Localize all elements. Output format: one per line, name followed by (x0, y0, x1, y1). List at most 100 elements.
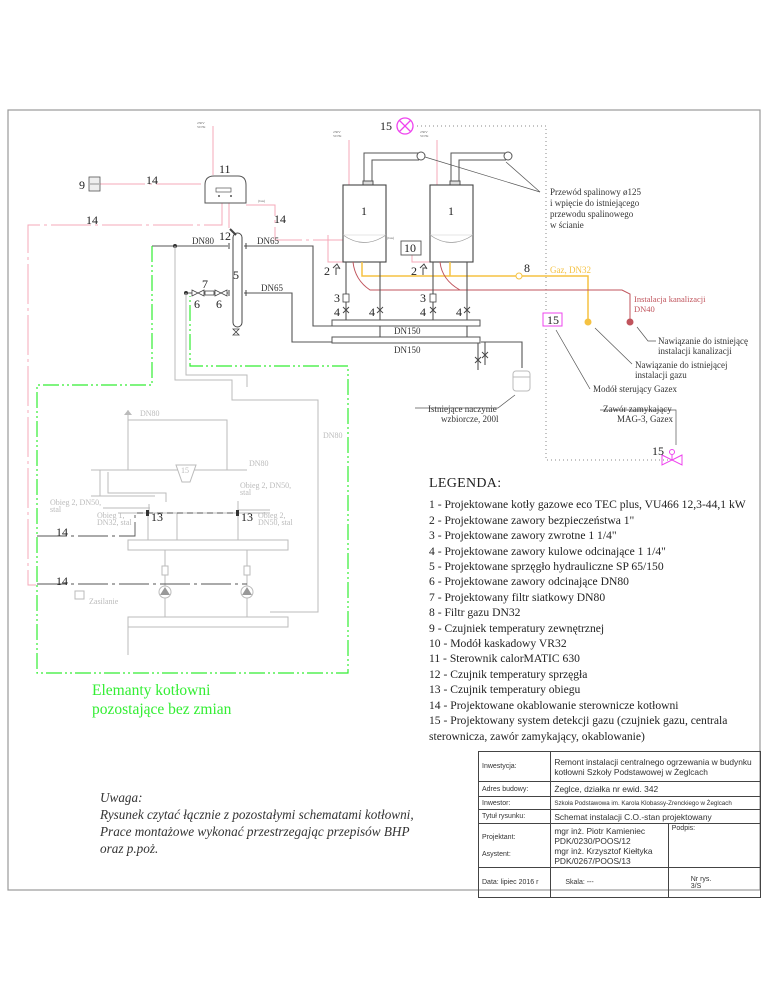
legend-item: 7 - Projektowany filtr siatkowy DN80 (429, 590, 606, 604)
gazex-module-label: Modół sterujący Gazex (593, 384, 677, 394)
circuit-sensors: 14 14 13 13 (37, 510, 253, 588)
signature-label: Podpis: (667, 823, 762, 868)
address-label: Adres budowy: (477, 781, 552, 797)
sewer-connection-point (626, 318, 634, 326)
circuit-label: Obieg 2, DN50, (50, 498, 101, 507)
separator-icon (232, 232, 243, 328)
sewer-pipe-label: DN40 (634, 304, 655, 314)
tag-15: 15 (181, 466, 189, 475)
tag-4: 4 (420, 305, 426, 319)
dn150-label: DN150 (394, 345, 421, 355)
tag-3: 3 (334, 291, 340, 305)
shutoff-valve-icon (191, 289, 205, 297)
tag-9: 9 (79, 178, 85, 192)
tag-8: 8 (524, 261, 530, 275)
valve-group: 6 6 7 (191, 277, 228, 311)
flue-label: i wpięcie do istniejącego (550, 198, 640, 208)
remark-note: Uwaga: Rysunek czytać łącznie z pozostał… (100, 789, 420, 857)
boiler-icon (342, 184, 387, 263)
investor-label: Inwestor: (477, 796, 552, 810)
drawing-title-value: Schemat instalacji C.O.-stan projektowan… (550, 809, 761, 824)
supply-header (331, 319, 481, 327)
gas-detector: 15 (380, 117, 670, 461)
existing-pipes (91, 246, 319, 655)
drawing-number: Nr rys. 3/S (667, 867, 762, 898)
power-label: 50 Hz (420, 134, 429, 138)
drawing-title-label: Tytuł rysunku: (477, 809, 552, 824)
legend-item: 3 - Projektowane zawory zwrotne 1 1/4" (429, 529, 617, 543)
existing-labels: DN80 DN80 DN80 Obieg 2, DN50, stal Obieg… (50, 409, 343, 606)
assistant-label: Asystent: (482, 850, 511, 858)
date-label: Data: lipiec 2016 r (477, 867, 552, 898)
tag-15: 15 (652, 444, 664, 458)
assistant-id: PDK/0267/POOS/13 (554, 855, 631, 866)
circuit-label: Obieg 2, DN50, (240, 481, 291, 490)
gas-shutoff-valve: 15 (652, 444, 683, 466)
drawing-number-label: Nr rys. (690, 875, 712, 883)
legend-item: 10 - Modół kaskadowy VR32 (429, 637, 567, 651)
address-value: Żeglce, działka nr ewid. 342 (550, 781, 761, 797)
gas-connection-point (584, 318, 592, 326)
detection-wiring (417, 125, 670, 461)
legend-item: 9 - Czujniek temperatury zewnętrznej (429, 621, 605, 635)
dn65-label: DN65 (257, 236, 279, 246)
power-label: 230V (420, 130, 428, 134)
strainer-icon (204, 290, 215, 296)
legend-item: 14 - Projektowane okablowanie sterownicz… (429, 698, 679, 712)
controller-icon (204, 175, 247, 204)
boiler-1: 1 (342, 184, 387, 263)
flue-label: w ścianie (550, 220, 584, 230)
tag-15: 15 (547, 313, 559, 327)
dn65-label: DN65 (261, 283, 283, 293)
legend-item: 5 - Projektowane sprzęgło hydrauliczne S… (429, 560, 664, 574)
gas-valve-icon (661, 454, 683, 466)
power-labels: 230V 50 Hz 230V 50 Hz 230V 50 Hz (bus) (… (197, 121, 429, 240)
investor-value: Szkoła Podstawowa im. Karola Klobassy-Zr… (550, 796, 761, 810)
tag-5: 5 (233, 268, 239, 282)
legend-item: 12 - Czujnik temperatury sprzęgła (429, 667, 588, 681)
designer-label: Projektant: (482, 833, 516, 841)
check-valve-icon (429, 293, 437, 303)
control-cabling (27, 126, 438, 586)
existing-elements-label: Elemanty kotłowni pozostające bez zmian (92, 681, 231, 719)
shutoff-valve-label: Zawór zamykający (603, 404, 672, 414)
vessel-icon (512, 370, 531, 392)
power-label: 50 Hz (197, 125, 206, 129)
dn80-label: DN80 (249, 459, 269, 468)
tag-1: 1 (361, 204, 367, 218)
tag-2: 2 (324, 264, 330, 278)
tag-11: 11 (219, 162, 231, 176)
safety-valve-icon (419, 263, 428, 270)
flue-annotation: Przewód spalinowy ø125 i wpięcie do istn… (550, 187, 641, 230)
vessel-label: wzbiorcze, 200l (441, 414, 499, 424)
check-valve-icon (342, 293, 350, 303)
gas-connection-label: instalacji gazu (635, 370, 687, 380)
investment-label: Inwestycja: (477, 751, 552, 782)
flue-label: Przewód spalinowy ø125 (550, 187, 641, 197)
circuit-label: Obieg 2, (258, 511, 286, 520)
legend-item: 8 - Filtr gazu DN32 (429, 606, 521, 620)
controller: 11 (204, 162, 247, 204)
circuit-label: stal (240, 488, 252, 497)
circuit-label: stal (50, 505, 62, 514)
circuit-label: DN50, stal (258, 518, 293, 527)
cascade-module: 10 (400, 240, 422, 256)
remark-title: Uwaga: (100, 790, 143, 805)
separator-icon (175, 464, 197, 483)
designer-name: mgr inż. Piotr Kamieniec (554, 825, 646, 836)
power-label: 230V (333, 130, 341, 134)
remark-line: Rysunek czytać łącznie z pozostałymi sch… (100, 807, 414, 822)
cascade-module-icon (400, 240, 422, 256)
tag-6: 6 (194, 297, 200, 311)
sewer-connection-label: instalacji kanalizacji (658, 346, 732, 356)
tag-4: 4 (456, 305, 462, 319)
dn80-label: DN80 (192, 236, 214, 246)
tag-4: 4 (369, 305, 375, 319)
gas-sensor-icon (396, 117, 414, 135)
tag-14: 14 (56, 525, 68, 539)
existing-label-line: pozostające bez zmian (92, 701, 232, 718)
tag-6: 6 (216, 297, 222, 311)
tag-15: 15 (380, 119, 392, 133)
tag-10: 10 (404, 241, 416, 255)
